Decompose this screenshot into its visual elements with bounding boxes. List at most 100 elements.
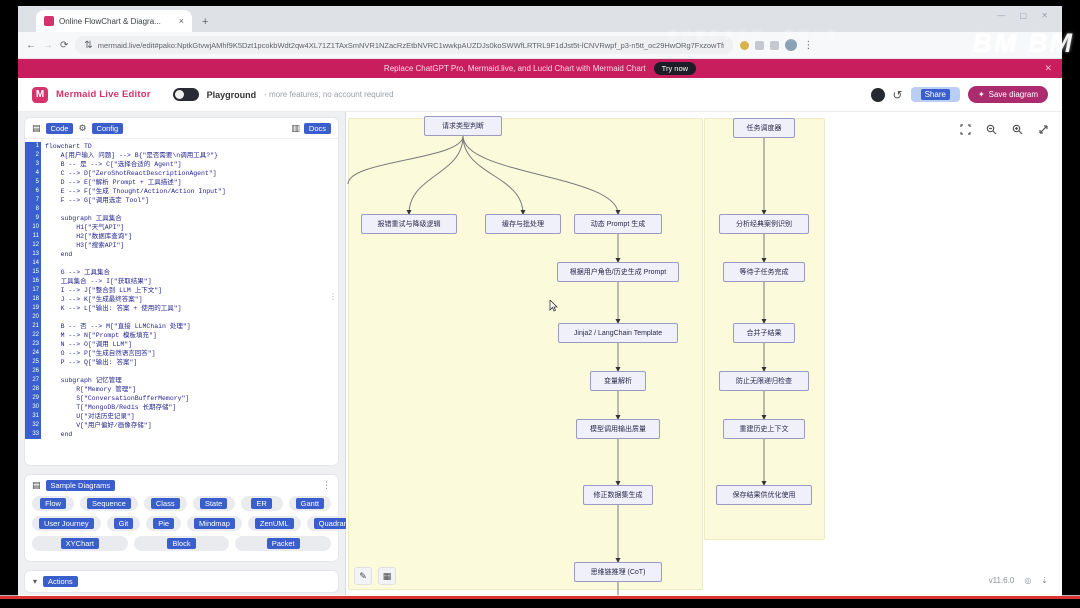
back-icon[interactable]: ← [26,39,36,51]
overflow-icon[interactable]: ⋮ [322,480,331,490]
resize-handle-icon[interactable]: ⋮ [329,291,337,301]
flow-node-a2[interactable]: 缓存与批处理 [485,214,561,234]
sample-pie[interactable]: Pie [146,516,182,531]
edit-mode-icon[interactable]: ✎ [354,567,372,585]
flow-node-m2[interactable]: Jinja2 / LangChain Template [558,323,678,343]
zoom-out-icon[interactable] [984,122,998,136]
sample-gantt[interactable]: Gantt [288,496,331,511]
try-now-button[interactable]: Try now [653,62,697,75]
sample-er[interactable]: ER [240,496,283,511]
actions-title: Actions [43,576,78,587]
flow-node-r1[interactable]: 分析经典案例识别 [719,214,809,234]
profile-avatar[interactable] [785,39,798,51]
mouse-cursor [549,300,558,312]
tab-close-icon[interactable]: × [178,16,184,26]
sample-mindmap[interactable]: Mindmap [187,516,242,531]
tab-strip: Online FlowChart & Diagra... × + — ▢ ✕ [18,6,1062,32]
flow-node-r2[interactable]: 等待子任务完成 [723,262,805,282]
flow-node-m4[interactable]: 模型调用输出质量 [576,419,660,439]
promo-banner: Replace ChatGPT Pro, Mermaid.live, and L… [18,59,1062,78]
flow-node-r4[interactable]: 防止无限递归检查 [719,371,809,391]
flow-node-m1[interactable]: 根据用户角色/历史生成 Prompt [557,262,679,282]
sample-zenuml[interactable]: ZenUML [247,516,301,531]
sample-packet[interactable]: Packet [235,536,332,551]
tab-code[interactable]: Code [45,122,74,134]
flow-node-a3[interactable]: 动态 Prompt 生成 [574,214,662,234]
sparkle-icon: ✦ [977,90,985,99]
zoom-in-icon[interactable] [1010,122,1024,136]
video-progress-bar[interactable] [0,595,1080,599]
flow-node-m6[interactable]: 思维链推理 (CoT) [574,562,662,582]
extension-icon[interactable] [755,40,765,50]
history-icon[interactable]: ↺ [892,87,903,102]
flow-node-r0[interactable]: 任务调度器 [733,118,795,138]
docs-link[interactable]: Docs [303,122,331,134]
sample-class[interactable]: Class [143,496,187,511]
tab-config[interactable]: Config [91,122,124,134]
sample-user-journey[interactable]: User Journey [32,516,101,531]
puzzle-icon[interactable] [770,40,780,50]
toggle-knob [174,90,184,99]
save-diagram-button[interactable]: ✦ Save diagram [967,86,1048,103]
extensions-row: ⋮ [740,39,813,51]
sample-label: State [199,498,228,509]
canvas-controls [958,122,1050,136]
gear-icon: ⚙ [78,122,87,133]
editor-tabs: ▤ Code ⚙ Config ▥ Docs [25,118,338,139]
sample-sequence[interactable]: Sequence [80,496,138,511]
playground-note: - more features, no account required [264,90,394,99]
sample-label: Block [167,538,196,549]
browser-menu-icon[interactable]: ⋮ [803,39,814,51]
flow-node-a1[interactable]: 报错重试与降级逻辑 [361,214,457,234]
sample-state[interactable]: State [192,496,235,511]
sample-label: QuadrantChart [313,518,374,529]
window-controls[interactable]: — ▢ ✕ [997,11,1054,20]
diagram-icon: ▤ [32,480,41,490]
sample-label: Flow [40,498,66,509]
panel-divider[interactable] [345,112,346,599]
github-icon[interactable] [870,87,885,102]
download-icon[interactable]: ⇣ [1041,576,1048,585]
flow-node-r5[interactable]: 重建历史上下文 [723,419,805,439]
browser-tab[interactable]: Online FlowChart & Diagra... × [36,10,192,32]
subgraph-region [348,118,703,590]
save-diagram-label: Save diagram [988,90,1038,99]
sample-block[interactable]: Block [133,536,230,551]
extension-icon[interactable] [740,40,750,50]
flow-node-m5[interactable]: 修正数据集生成 [583,485,653,505]
sample-diagrams-card: ▤ Sample Diagrams ⋮ Flow Sequence Class Sta… [24,474,381,562]
version-label: v11.6.0 [988,576,1015,585]
flow-node-n0[interactable]: 请求类型判断 [424,116,502,136]
playground-toggle[interactable] [172,88,199,101]
chevron-down-icon: ▾ [33,577,38,586]
address-bar[interactable]: ⇅ mermaid.live/edit#pako:NptkGtvwjAMhf9K… [75,36,734,54]
bug-report-icon[interactable]: ◎ [1024,576,1032,585]
forward-icon[interactable]: → [43,39,53,51]
new-tab-button[interactable]: + [202,16,209,28]
sample-xychart[interactable]: XYChart [32,536,128,551]
mermaid-logo: M [32,86,48,103]
banner-close-icon[interactable]: ✕ [1044,63,1052,73]
flow-node-r6[interactable]: 保存结果供优化使用 [716,485,812,505]
diagram-canvas[interactable]: 请求类型判断报错重试与降级逻辑 缓存与批处理动态 Prompt 生成根据用户角色/… [346,112,1062,599]
flow-node-m3[interactable]: 变量解析 [590,371,646,391]
code-lines[interactable]: flowchart TD A[用户输入 问题] --> B{"是否需要\n调用工… [45,143,226,438]
actions-card[interactable]: ▾ Actions [24,570,339,593]
flow-node-r3[interactable]: 合并子结果 [733,323,795,343]
sample-diagrams-header[interactable]: ▤ Sample Diagrams ⋮ [32,480,331,491]
sample-label: Mindmap [194,518,235,529]
sample-label: ZenUML [254,518,294,529]
fullscreen-icon[interactable] [958,122,972,136]
grid-toggle-icon[interactable]: ▦ [378,567,396,585]
reload-icon[interactable]: ⟳ [60,39,69,51]
brand-title: Mermaid Live Editor [56,89,151,100]
reset-view-icon[interactable] [1036,122,1050,136]
sample-git[interactable]: Git [106,516,141,531]
browser-window: Online FlowChart & Diagra... × + — ▢ ✕ ←… [18,6,1062,599]
sample-flow[interactable]: Flow [32,496,75,511]
book-icon: ▥ [291,122,300,133]
share-button[interactable]: Share [910,87,960,102]
